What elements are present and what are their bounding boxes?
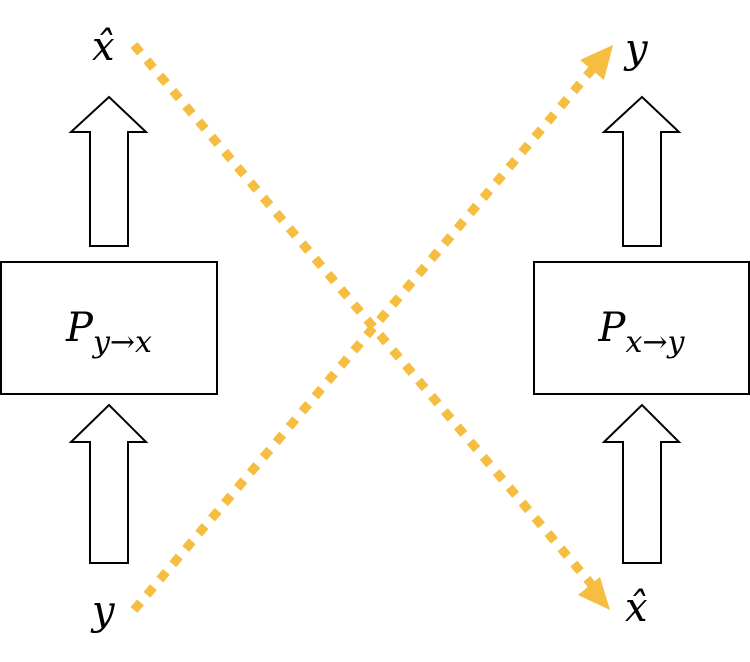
left-lower-arrow bbox=[68, 403, 149, 564]
left-top-label: x̂ bbox=[92, 24, 115, 70]
left-box-subscript: y→x bbox=[92, 324, 152, 360]
right-bottom-label: x̂ bbox=[625, 585, 648, 631]
dotted-arrowhead-down bbox=[578, 577, 610, 610]
right-box-subscript: x→y bbox=[625, 324, 685, 360]
right-lower-arrow bbox=[601, 403, 682, 564]
left-upper-arrow bbox=[68, 95, 149, 247]
right-top-label: y bbox=[625, 26, 648, 72]
dotted-arrowhead-up bbox=[580, 45, 613, 80]
left-bottom-label: y bbox=[92, 588, 115, 634]
right-box-symbol: P bbox=[598, 305, 626, 351]
right-upper-arrow bbox=[601, 95, 682, 247]
left-box-symbol: P bbox=[66, 305, 93, 351]
